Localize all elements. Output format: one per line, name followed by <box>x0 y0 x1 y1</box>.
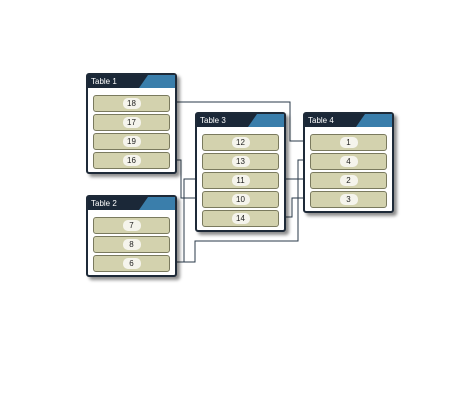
connector-16-to-10 <box>176 159 200 201</box>
table-row[interactable]: 6 <box>93 255 170 272</box>
row-value: 6 <box>122 258 141 269</box>
table-row[interactable]: 12 <box>202 134 279 151</box>
table-row[interactable]: 8 <box>93 236 170 253</box>
table-3[interactable]: Table 3 12 13 11 10 14 <box>195 112 286 232</box>
table-2[interactable]: Table 2 7 8 6 <box>86 195 177 277</box>
table-row[interactable]: 19 <box>93 133 170 150</box>
row-value: 14 <box>231 213 250 224</box>
connector-18-to-1 <box>176 101 308 144</box>
table-header: Table 1 <box>88 75 175 88</box>
table-row[interactable]: 17 <box>93 114 170 131</box>
connector-14-to-3 <box>285 195 308 218</box>
row-value: 3 <box>339 194 358 205</box>
row-value: 19 <box>122 136 141 147</box>
header-accent <box>248 114 284 127</box>
table-header: Table 2 <box>88 197 175 210</box>
row-value: 17 <box>122 117 141 128</box>
table-header: Table 3 <box>197 114 284 127</box>
table-row[interactable]: 4 <box>310 153 387 170</box>
table-row[interactable]: 13 <box>202 153 279 170</box>
connector-6-to-4 <box>176 157 308 263</box>
table-row[interactable]: 11 <box>202 172 279 189</box>
table-row[interactable]: 2 <box>310 172 387 189</box>
header-accent <box>139 75 175 88</box>
table-1[interactable]: Table 1 18 17 19 16 <box>86 73 177 174</box>
row-value: 18 <box>122 98 141 109</box>
table-row[interactable]: 10 <box>202 191 279 208</box>
row-value: 2 <box>339 175 358 186</box>
table-row[interactable]: 3 <box>310 191 387 208</box>
table-header: Table 4 <box>305 114 392 127</box>
row-value: 11 <box>231 175 250 186</box>
header-accent <box>356 114 392 127</box>
table-row[interactable]: 18 <box>93 95 170 112</box>
header-accent <box>139 197 175 210</box>
table-row[interactable]: 7 <box>93 217 170 234</box>
row-value: 1 <box>339 137 358 148</box>
row-value: 16 <box>122 155 141 166</box>
table-4[interactable]: Table 4 1 4 2 3 <box>303 112 394 213</box>
table-title: Table 3 <box>200 116 226 125</box>
table-title: Table 1 <box>91 77 117 86</box>
table-row[interactable]: 1 <box>310 134 387 151</box>
row-value: 4 <box>339 156 358 167</box>
table-title: Table 2 <box>91 199 117 208</box>
row-value: 13 <box>231 156 250 167</box>
row-value: 7 <box>122 220 141 231</box>
row-value: 8 <box>122 239 141 250</box>
table-row[interactable]: 16 <box>93 152 170 169</box>
row-value: 10 <box>231 194 250 205</box>
table-title: Table 4 <box>308 116 334 125</box>
table-row[interactable]: 14 <box>202 210 279 227</box>
row-value: 12 <box>231 137 250 148</box>
